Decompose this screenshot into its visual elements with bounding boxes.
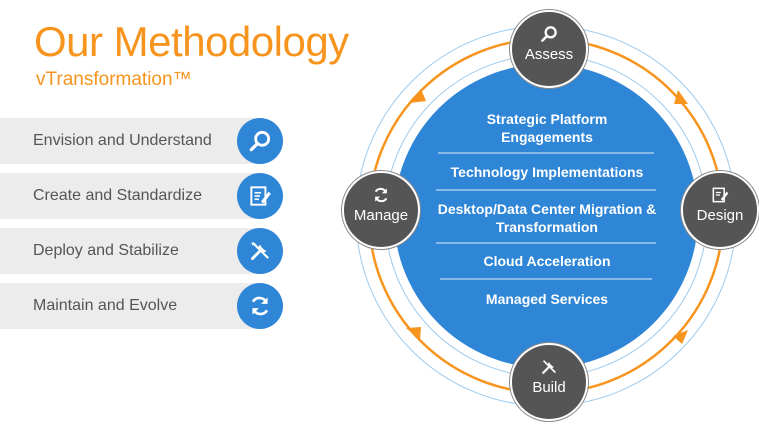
tools-icon bbox=[542, 360, 556, 374]
node-label: Build bbox=[532, 379, 566, 396]
step-label: Envision and Understand bbox=[33, 132, 212, 149]
search-icon bbox=[237, 118, 283, 164]
tools-icon bbox=[237, 228, 283, 274]
step-label: Deploy and Stabilize bbox=[33, 242, 179, 259]
step-label: Create and Standardize bbox=[33, 187, 202, 204]
service-migration-transformation: Desktop/Data Center Migration & Transfor… bbox=[437, 201, 657, 235]
search-icon bbox=[541, 26, 557, 42]
node-label: Assess bbox=[524, 46, 574, 63]
node-label: Design bbox=[696, 207, 744, 224]
service-strategic-platform: Strategic Platform Engagements bbox=[486, 111, 608, 145]
service-cloud-acceleration: Cloud Acceleration bbox=[483, 253, 611, 269]
service-dividers bbox=[436, 152, 656, 280]
node-manage[interactable]: Manage bbox=[342, 171, 420, 249]
node-design[interactable]: Design bbox=[681, 171, 759, 249]
step-maintain[interactable]: Maintain and Evolve bbox=[0, 283, 283, 329]
node-label: Manage bbox=[353, 207, 409, 224]
arrow-bottom-right bbox=[673, 330, 688, 344]
step-create[interactable]: Create and Standardize bbox=[0, 173, 283, 219]
step-envision[interactable]: Envision and Understand bbox=[0, 118, 283, 164]
page-subtitle: vTransformation™ bbox=[36, 69, 192, 90]
document-edit-icon bbox=[237, 173, 283, 219]
refresh-icon bbox=[374, 187, 388, 203]
arrow-top-left bbox=[410, 89, 426, 103]
arrow-top-right bbox=[674, 90, 688, 104]
step-label: Maintain and Evolve bbox=[33, 297, 178, 314]
document-edit-icon bbox=[712, 187, 729, 203]
page-title: Our Methodology bbox=[34, 18, 349, 65]
service-managed-services: Managed Services bbox=[485, 291, 609, 307]
step-deploy[interactable]: Deploy and Stabilize bbox=[0, 228, 283, 274]
refresh-icon bbox=[237, 283, 283, 329]
node-assess[interactable]: Assess bbox=[510, 10, 588, 88]
service-technology-implementations: Technology Implementations bbox=[450, 164, 644, 180]
node-build[interactable]: Build bbox=[510, 343, 588, 421]
cycle-arrows bbox=[406, 89, 688, 344]
arrow-bottom-left bbox=[406, 327, 421, 340]
